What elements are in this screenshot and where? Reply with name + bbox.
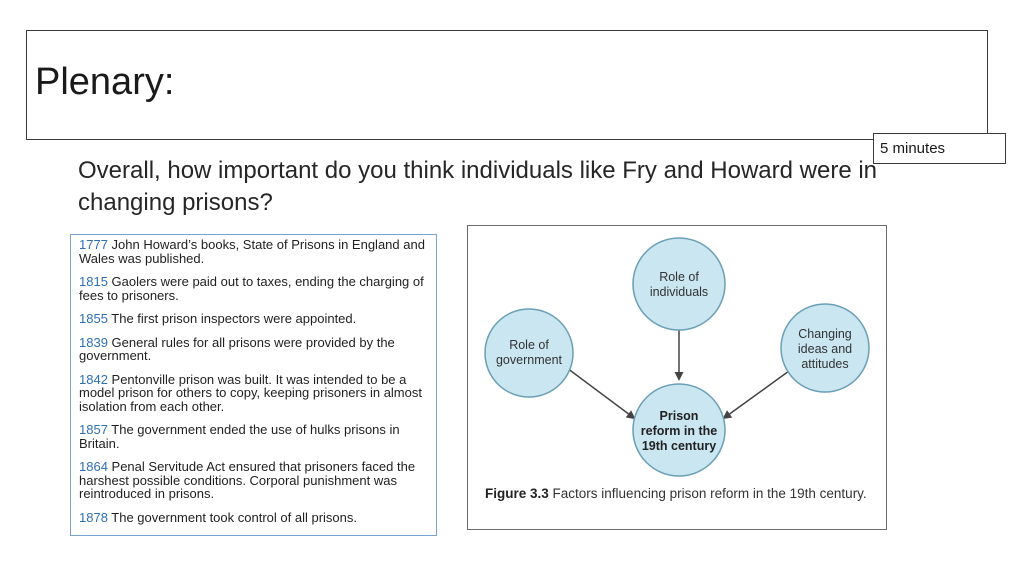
- timeline-box: 1777 John Howard’s books, State of Priso…: [70, 234, 437, 536]
- node-role-of-individuals: Role of individuals: [632, 237, 726, 331]
- timeline-event: 1839 General rules for all prisons were …: [79, 334, 430, 363]
- timeline-event: 1864 Penal Servitude Act ensured that pr…: [79, 460, 430, 501]
- timer-box: 5 minutes: [873, 133, 1006, 164]
- caption-label: Figure 3.3: [485, 486, 549, 501]
- title-box: Plenary: 5 minutes: [26, 30, 1006, 164]
- event-text: General rules for all prisons were provi…: [79, 334, 395, 363]
- event-year: 1864: [79, 459, 108, 474]
- node-changing-ideas: Changing ideas and attitudes: [780, 303, 870, 393]
- event-year: 1839: [79, 334, 108, 350]
- node-label: attitudes: [801, 357, 848, 371]
- timeline-event: 1842 Pentonville prison was built. It wa…: [79, 371, 430, 414]
- node-label: Changing: [798, 327, 852, 341]
- prison-reform-diagram: Role of individuals Role of government C…: [484, 237, 870, 477]
- timeline-event: 1815 Gaolers were paid out to taxes, end…: [79, 275, 430, 302]
- event-year: 1855: [79, 311, 108, 326]
- event-text: Pentonville prison was built. It was int…: [79, 371, 422, 414]
- node-label: Role of: [509, 338, 549, 352]
- caption-text: Factors influencing prison reform in the…: [548, 486, 867, 501]
- event-year: 1878: [79, 509, 108, 525]
- event-year: 1842: [79, 371, 108, 387]
- event-year: 1777: [79, 237, 108, 252]
- figure-caption: Figure 3.3 Factors influencing prison re…: [485, 483, 885, 505]
- timeline-event: 1777 John Howard’s books, State of Priso…: [79, 238, 430, 265]
- node-role-of-government: Role of government: [484, 308, 574, 398]
- node-label: government: [496, 353, 563, 367]
- node-label: 19th century: [642, 439, 716, 453]
- timeline-event: 1857 The government ended the use of hul…: [79, 423, 430, 450]
- question-text: Overall, how important do you think indi…: [78, 157, 878, 216]
- event-text: Penal Servitude Act ensured that prisone…: [79, 459, 416, 501]
- node-label: individuals: [650, 285, 708, 299]
- node-label: Prison: [660, 409, 699, 423]
- node-label: reform in the: [641, 424, 717, 438]
- node-prison-reform: Prison reform in the 19th century: [632, 383, 726, 477]
- timeline-event: 1855 The first prison inspectors were ap…: [79, 312, 430, 326]
- node-label: ideas and: [798, 342, 852, 356]
- timeline-event: 1878 The government took control of all …: [79, 509, 430, 525]
- event-text: The government took control of all priso…: [107, 509, 357, 525]
- event-text: The government ended the use of hulks pr…: [79, 422, 400, 451]
- arrow-government-to-reform: [566, 367, 636, 420]
- event-text: John Howard’s books, State of Prisons in…: [79, 237, 425, 266]
- arrow-ideas-to-reform: [722, 370, 790, 420]
- event-year: 1815: [79, 274, 108, 289]
- figure-box: Role of individuals Role of government C…: [467, 225, 887, 530]
- event-year: 1857: [79, 422, 108, 437]
- node-label: Role of: [659, 270, 699, 284]
- event-text: The first prison inspectors were appoint…: [107, 311, 357, 326]
- event-text: Gaolers were paid out to taxes, ending t…: [79, 274, 424, 303]
- slide-title: Plenary:: [35, 61, 175, 103]
